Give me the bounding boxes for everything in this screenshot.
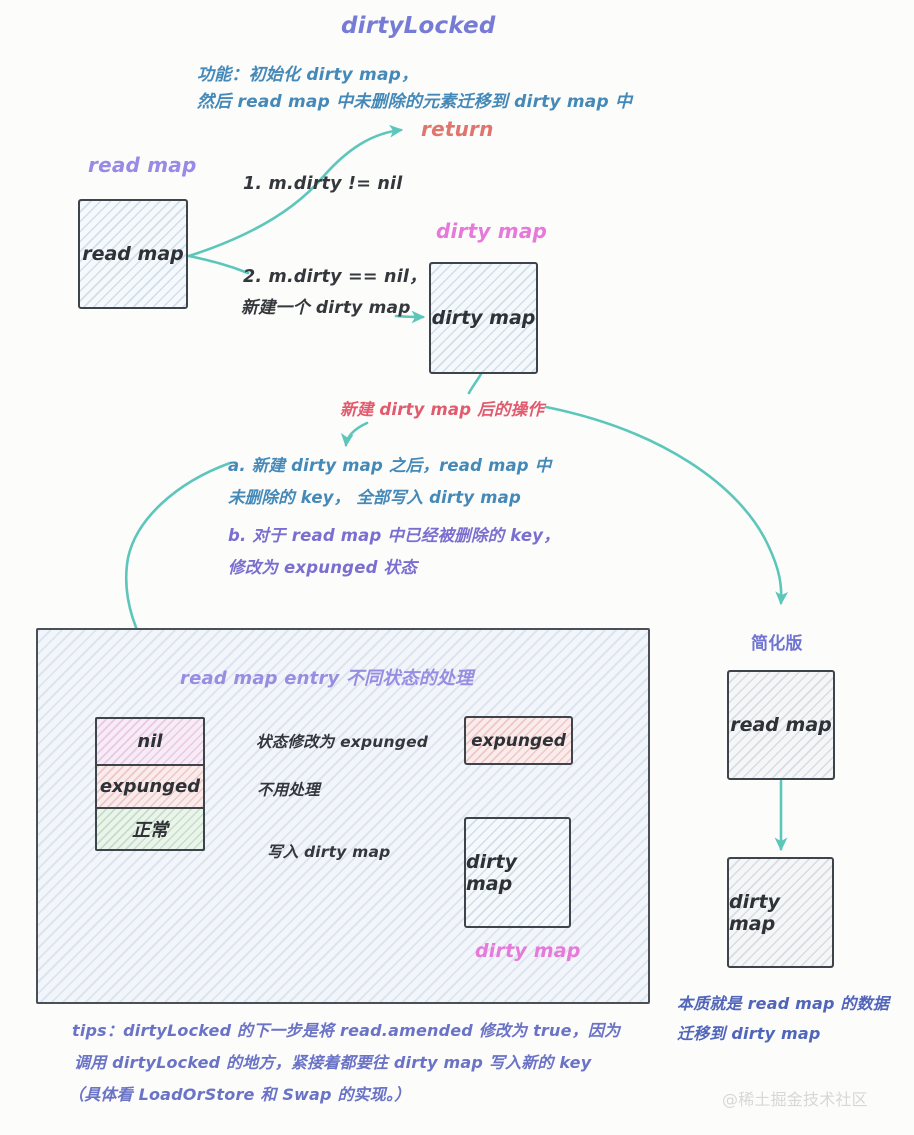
expunged-result-box: expunged [464,716,573,765]
entry-state-nil: nil [97,719,203,764]
tips-line-2: 调用 dirtyLocked 的地方，紧接着都要往 dirty map 写入新的… [74,1053,592,1072]
arrow-redtext-to-simplified [544,405,789,606]
entry-state-expunged-label: expunged [99,776,201,797]
action-nil-text: 状态修改为 expunged [256,733,429,751]
read-map-label: read map [88,153,197,177]
entry-state-normal-label: 正常 [132,820,168,841]
expunged-result-label: expunged [471,730,566,751]
step-a-line-2: 未删除的 key， 全部写入 dirty map [228,488,521,507]
entry-state-expunged: expunged [97,764,203,807]
tips-line-3: （具体看 LoadOrStore 和 Swap 的实现。） [68,1085,411,1104]
line-fork-lower [187,254,250,275]
simplified-title: 简化版 [751,634,803,654]
watermark: @稀土掘金技术社区 [722,1090,868,1109]
dirty-map-box: dirty map [429,262,538,374]
step-b-line-1: b. 对于 read map 中已经被删除的 key， [228,526,560,545]
action-expunged-text: 不用处理 [257,781,320,799]
arrow-fork-to-return [187,124,404,258]
description-line-1: 功能：初始化 dirty map， [197,65,419,85]
action-normal-text: 写入 dirty map [267,843,391,861]
arrow-redtext-to-step-a [340,421,369,448]
condition-2-line-2: 新建一个 dirty map [241,298,411,318]
line-box-to-redtext [467,372,483,395]
read-map-box-label: read map [82,243,184,265]
tips-line-1: tips：dirtyLocked 的下一步是将 read.amended 修改为… [72,1021,621,1040]
simplified-read-map-label: read map [730,714,832,736]
panel-dirty-map-label: dirty map [475,940,581,962]
dirty-map-box-label: dirty map [431,307,536,329]
simplified-note-line-2: 迁移到 dirty map [677,1024,821,1043]
description-line-2: 然后 read map 中未删除的元素迁移到 dirty map 中 [197,92,633,112]
simplified-note-line-1: 本质就是 read map 的数据 [677,994,890,1013]
page-title: dirtyLocked [341,13,496,39]
entry-state-normal: 正常 [97,807,203,849]
panel-dirty-map-box: dirty map [464,817,571,928]
entry-state-stack: nil expunged 正常 [95,717,205,851]
read-map-box: read map [78,199,188,309]
states-panel-title: read map entry 不同状态的处理 [180,668,474,689]
dirty-map-label: dirty map [436,219,548,243]
simplified-dirty-map-box: dirty map [727,857,834,968]
step-a-line-1: a. 新建 dirty map 之后，read map 中 [228,456,552,475]
entry-state-nil-label: nil [137,731,163,752]
after-create-label: 新建 dirty map 后的操作 [340,400,545,419]
panel-dirty-map-box-label: dirty map [466,850,517,895]
arrow-create-dirtymap [394,310,426,324]
condition-2-line-1: 2. m.dirty == nil， [243,267,427,287]
step-b-line-2: 修改为 expunged 状态 [228,558,417,577]
simplified-read-map-box: read map [727,670,835,780]
return-label: return [421,117,494,141]
condition-1: 1. m.dirty != nil [243,174,403,194]
simplified-dirty-map-label: dirty map [729,890,780,935]
